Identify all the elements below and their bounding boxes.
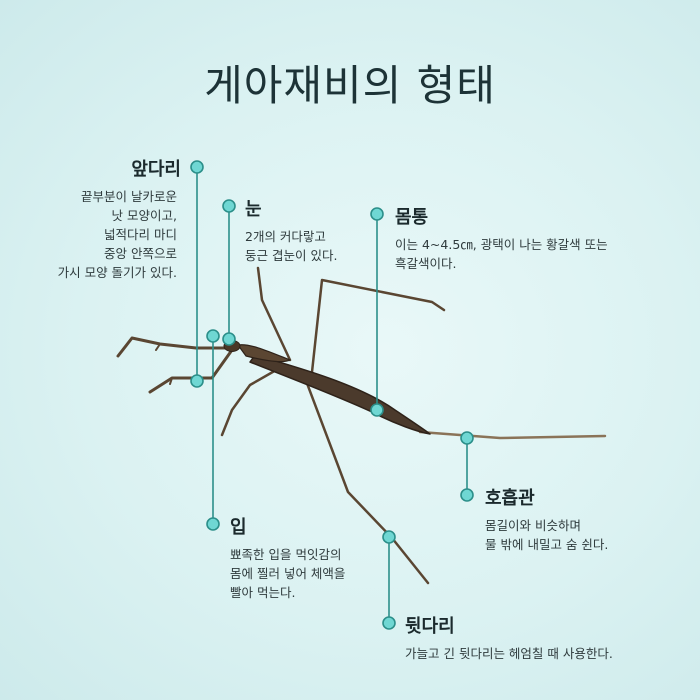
eyes-description: 2개의 커다랗고 둥근 겹눈이 있다. bbox=[245, 229, 338, 263]
hind-leg-upper bbox=[310, 278, 446, 374]
insect-abdomen bbox=[249, 354, 431, 435]
middle-leg-right bbox=[256, 266, 292, 362]
siphon-label: 호흡관 bbox=[485, 488, 535, 509]
hindlegs-dot-end bbox=[382, 616, 396, 630]
mouth-dot-top bbox=[206, 329, 220, 343]
hindlegs-description: 가늘고 긴 뒷다리는 헤엄칠 때 사용한다. bbox=[405, 646, 613, 661]
forelegs-dot-end bbox=[190, 374, 204, 388]
eyes-dot-end bbox=[222, 332, 236, 346]
forelegs-dot-top bbox=[190, 160, 204, 174]
callout-dots bbox=[190, 160, 474, 630]
middle-leg-left bbox=[220, 363, 287, 437]
hindlegs-label: 뒷다리 bbox=[405, 616, 455, 637]
siphon-dot-end bbox=[460, 488, 474, 502]
mouth-label: 입 bbox=[230, 517, 247, 538]
body-description: 이는 4~4.5㎝, 광택이 나는 황갈색 또는 흑갈색이다. bbox=[395, 237, 608, 271]
hind-leg-lower bbox=[303, 376, 430, 585]
foreleg-spines bbox=[155, 343, 173, 385]
mouth-description: 뾰족한 입을 먹잇감의 몸에 찔러 넣어 체액을 빨아 먹는다. bbox=[230, 547, 346, 600]
forelegs-label: 앞다리 bbox=[131, 159, 181, 180]
breathing-siphon bbox=[418, 430, 607, 440]
body-dot-top bbox=[370, 207, 384, 221]
leader-lines bbox=[196, 167, 468, 623]
page-title: 게아재비의 형태 bbox=[204, 61, 496, 110]
foreleg-lower bbox=[148, 348, 234, 394]
mouth-dot-end bbox=[206, 517, 220, 531]
siphon-description: 몸길이와 비슷하며 물 밖에 내밀고 숨 쉰다. bbox=[485, 518, 609, 552]
body-label: 몸통 bbox=[395, 207, 429, 228]
insect-thorax bbox=[237, 344, 291, 363]
forelegs-description: 끝부분이 날카로운 낫 모양이고, 넓적다리 마디 중앙 안쪽으로 가시 모양 … bbox=[57, 189, 177, 280]
eyes-label: 눈 bbox=[245, 199, 262, 220]
eyes-dot-top bbox=[222, 199, 236, 213]
body-dot-end bbox=[370, 403, 384, 417]
hindlegs-dot-top bbox=[382, 530, 396, 544]
siphon-dot-top bbox=[460, 431, 474, 445]
